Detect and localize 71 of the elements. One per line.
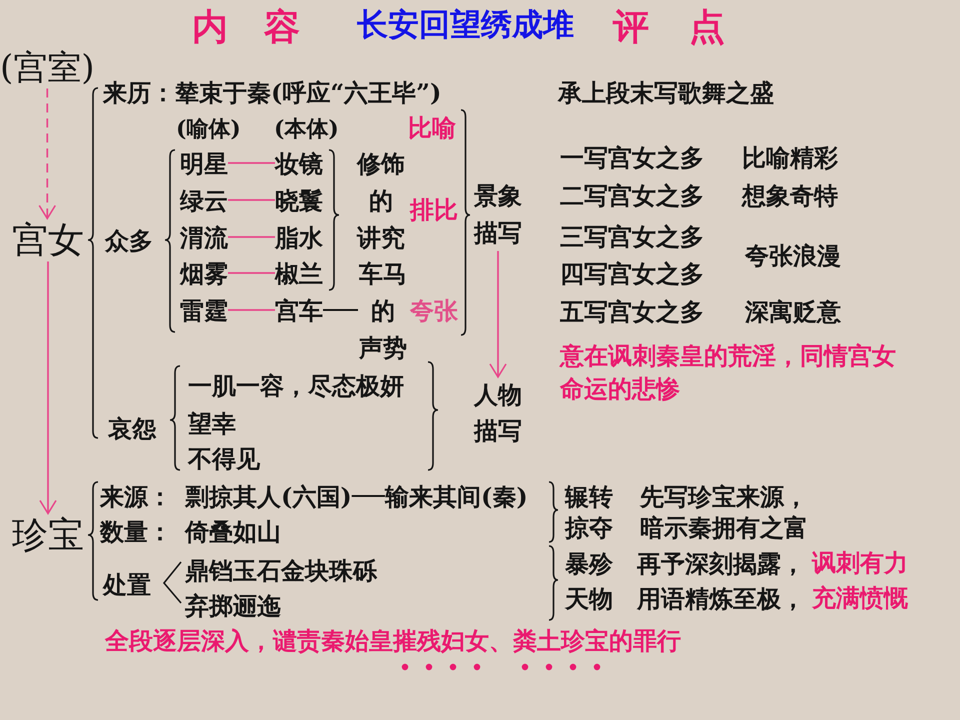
term-label: 脂水 <box>275 222 323 252</box>
figure-label: 夸张 <box>410 296 458 326</box>
comment-text: 比喻精彩 <box>742 142 838 172</box>
note-text: 一肌一容，尽态极妍 <box>188 370 404 400</box>
comment-text: 夸张浪漫 <box>745 240 841 270</box>
comment-text: 五写宫女之多 <box>560 296 704 326</box>
column-heading: 评点 <box>613 6 725 48</box>
note-text: 不得见 <box>188 444 260 472</box>
connector-line <box>323 309 358 311</box>
comment-text: 意在讽刺秦皇的荒淫，同情宫女命运的悲惨 <box>560 341 897 405</box>
term-label: 雷霆 <box>180 296 228 324</box>
topic-label: (宫室) <box>0 48 95 88</box>
category-label: 车马的声势 <box>358 255 408 366</box>
comment-text: 用语精炼至极， <box>637 584 805 612</box>
comment-text: 暗示秦拥有之富 <box>640 512 808 542</box>
comment-text: 四写宫女之多 <box>560 258 704 288</box>
term-label: 椒兰 <box>275 258 323 288</box>
note-text: 倚叠如山 <box>185 516 281 546</box>
summary-text: 全段逐层深入，谴责秦始皇摧残妇女、粪土珍宝的罪行 <box>105 626 681 656</box>
comment-text: 再予深刻揭露， <box>637 548 805 578</box>
column-heading: (喻体) <box>176 116 241 142</box>
note-text: 哀怨 <box>108 414 156 442</box>
figure-label: 排比 <box>410 196 458 224</box>
arrow <box>489 251 507 378</box>
note-text: 天物 <box>565 584 613 612</box>
term-label: 妆镜 <box>275 148 323 178</box>
comment-text: 深寓贬意 <box>745 296 841 326</box>
comment-text: 承上段末写歌舞之盛 <box>558 78 774 106</box>
note-text: 暴殄 <box>565 548 613 578</box>
topic-label: 珍宝 <box>12 514 84 556</box>
note-text: 来源： <box>100 482 172 510</box>
category-label: 景象描写 <box>474 177 522 251</box>
connector-line <box>352 495 385 497</box>
topic-label: 宫女 <box>12 218 84 262</box>
category-label: 人物描写 <box>474 377 522 449</box>
term-label: 绿云 <box>180 186 228 214</box>
connector-line <box>228 272 275 274</box>
comment-text: 先写珍宝来源， <box>640 482 808 510</box>
comment-text: 一写宫女之多 <box>560 142 704 172</box>
column-heading: (本体) <box>274 116 339 142</box>
term-label: 渭流 <box>180 222 228 252</box>
note-text: 掠夺 <box>565 512 613 542</box>
phrase-label: 输来其间(秦) <box>385 482 528 510</box>
note-text: 望幸 <box>188 408 236 438</box>
phrase-label: 剽掠其人(六国) <box>185 482 352 510</box>
note-text: 数量： <box>100 516 172 546</box>
term-label: 宫车 <box>275 296 323 324</box>
connector-line <box>228 236 275 238</box>
term-label: 明星 <box>180 148 228 178</box>
comment-text: 讽刺有力 <box>812 548 908 578</box>
title: 长安回望绣成堆 <box>357 6 574 44</box>
note-text: 弃掷逦迤 <box>185 590 281 620</box>
note-text: 鼎铛玉石金块珠砾 <box>185 556 377 584</box>
arrow <box>39 262 57 514</box>
arrow <box>38 88 56 220</box>
term-label: 烟雾 <box>180 258 228 288</box>
figure-label: 比喻 <box>408 114 456 142</box>
term-label: 晓鬟 <box>275 186 323 214</box>
note-text: 来历：辇束于秦(呼应“六王毕”) <box>103 78 442 106</box>
note-text: 众多 <box>105 226 153 254</box>
comment-text: 充满愤慨 <box>812 584 908 612</box>
connector-line <box>228 162 275 164</box>
column-heading: 内容 <box>192 6 300 48</box>
note-text: 辗转 <box>565 482 613 510</box>
comment-text: 二写宫女之多 <box>560 180 704 210</box>
comment-text: 想象奇特 <box>742 180 838 210</box>
note-text: 处置 <box>103 570 151 598</box>
comment-text: 三写宫女之多 <box>560 222 704 250</box>
note-text: 修饰的讲究 <box>356 148 406 254</box>
connector-line <box>228 199 275 201</box>
connector-line <box>228 309 275 311</box>
